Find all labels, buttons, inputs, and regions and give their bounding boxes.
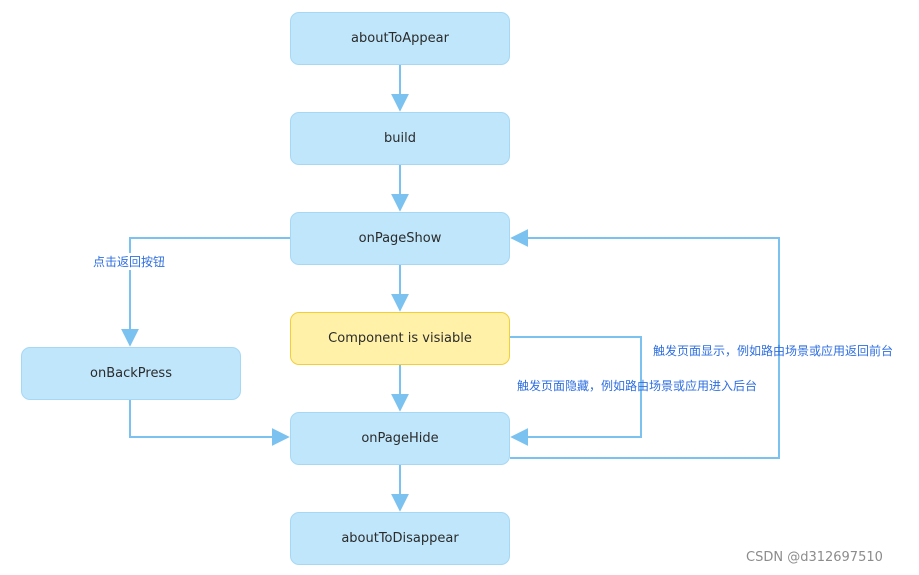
node-on-back-press: onBackPress — [21, 347, 241, 400]
node-about-to-appear: aboutToAppear — [290, 12, 510, 65]
label-to-background: 触发页面隐藏，例如路由场景或应用进入后台 — [517, 379, 758, 393]
label-to-foreground: 触发页面显示，例如路由场景或应用返回前台 — [653, 344, 894, 358]
node-about-to-disappear: aboutToDisappear — [290, 512, 510, 565]
edge-backpress-to-hide — [129, 400, 290, 446]
edge-show-to-backpress — [121, 237, 290, 347]
edge-hide-to-show-foreground — [510, 229, 780, 459]
node-build: build — [290, 112, 510, 165]
node-on-page-hide: onPageHide — [290, 412, 510, 465]
node-on-page-show: onPageShow — [290, 212, 510, 265]
edge-visible-to-hide-background — [510, 336, 642, 446]
watermark: CSDN @d312697510 — [746, 550, 883, 565]
label-back-button: 点击返回按钮 — [91, 253, 168, 270]
node-component-visible: Component is visiable — [290, 312, 510, 365]
